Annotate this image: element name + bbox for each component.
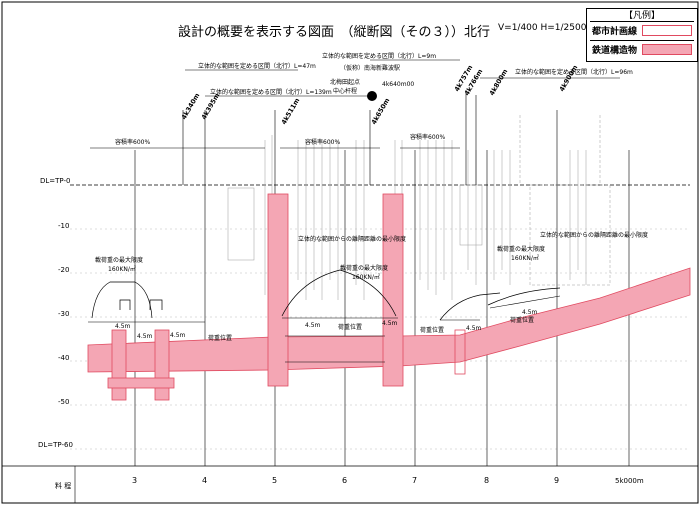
- load-lines: [88, 295, 561, 323]
- far-label: 容積率600%: [410, 133, 445, 141]
- km-tick: 3: [132, 476, 137, 485]
- range-label: 立体的な範囲を定める区間（北行）L=96m: [515, 68, 633, 76]
- load-value-label: 160KN/㎡: [352, 273, 380, 281]
- legend-item-railway-structure: 鉄道構造物: [590, 40, 694, 57]
- load-position-label: 荷重位置: [208, 334, 232, 342]
- load-position-label: 荷重位置: [420, 326, 444, 334]
- load-value-label: 160KN/㎡: [511, 254, 539, 262]
- load-position-label: 荷重位置: [338, 323, 362, 331]
- annotations: 立体的な範囲を定める区間（北行）L=47m 立体的な範囲を定める区間（北行）L=…: [95, 52, 648, 342]
- station-wall-left: [267, 193, 289, 387]
- scale-label: V=1/400 H=1/2500: [498, 23, 587, 33]
- depth-axis: DL=TP-0 -10 -20 -30 -40 -50 DL=TP-60: [38, 177, 73, 449]
- legend-label: 鉄道構造物: [592, 46, 638, 56]
- station-wall-right: [382, 193, 404, 387]
- km-tick: 7: [412, 476, 417, 485]
- building-outlines: [227, 115, 611, 286]
- clearance-envelopes: [91, 269, 561, 321]
- piles: [264, 135, 587, 300]
- km-tick: 8: [484, 476, 489, 485]
- chainage-mark: 4k340m: [180, 92, 202, 121]
- shaft-base: [107, 377, 175, 389]
- drawing-title: 設計の概要を表示する図面 （縦断図（その３））北行: [178, 25, 491, 40]
- legend-header: 【凡例】: [623, 11, 660, 21]
- distance-label: 4.5m: [115, 323, 131, 330]
- km-tick-end: 5k000m: [615, 477, 644, 485]
- load-limit-label: 載荷重の最大限度: [95, 256, 143, 264]
- distance-label: 4.5m: [466, 325, 482, 332]
- depth-label: -10: [58, 222, 69, 230]
- station-center-km: 4k640m00: [382, 81, 414, 88]
- chainage-mark: 4k650m: [370, 97, 392, 126]
- dimension-lines: [90, 59, 620, 185]
- distance-label: 4.5m: [137, 333, 153, 340]
- station-name: （仮称）南海新難波駅: [340, 64, 400, 72]
- station-center-marker: [367, 91, 377, 101]
- city-plan-line: [454, 329, 466, 375]
- far-label: 容積率600%: [115, 138, 150, 146]
- depth-label: -30: [58, 310, 69, 318]
- distance-label: 4.5m: [305, 322, 321, 329]
- km-tick: 6: [342, 476, 347, 485]
- chainage-mark: 4k511m: [280, 97, 302, 126]
- legend-box: 【凡例】 都市計画線 鉄道構造物: [586, 8, 698, 62]
- far-label: 容積率600%: [305, 138, 340, 146]
- legend-swatch: [642, 44, 692, 55]
- km-axis-title: 料 程: [55, 481, 71, 490]
- range-label: 立体的な範囲を定める区間（北行）L=139m: [210, 88, 332, 96]
- depth-label: -40: [58, 354, 69, 362]
- tunnel-structure: [87, 267, 691, 373]
- km-tick: 4: [202, 476, 207, 485]
- km-axis-labels: 料 程 3 4 5 6 7 8 9 5k000m: [55, 476, 644, 490]
- chainage-mark: 4k800m: [488, 68, 510, 97]
- min-distance-label: 立体的な範囲からの離隔距離の最小限度: [298, 235, 406, 243]
- legend-swatch: [642, 25, 692, 36]
- load-limit-label: 載荷重の最大限度: [340, 264, 388, 272]
- station-origin-label: 北梅田起点: [330, 78, 360, 86]
- load-value-label: 160KN/㎡: [108, 265, 136, 273]
- km-tick: 9: [554, 476, 559, 485]
- km-tick: 5: [272, 476, 277, 485]
- shaft-left: [111, 329, 127, 401]
- load-limit-label: 載荷重の最大限度: [497, 245, 545, 253]
- depth-label: DL=TP-0: [40, 177, 70, 185]
- depth-label: DL=TP-60: [38, 441, 73, 449]
- min-distance-label: 立体的な範囲からの離隔距離の最小限度: [540, 231, 648, 239]
- depth-label: -50: [58, 398, 69, 406]
- range-label: 立体的な範囲を定める区間（北行）L=47m: [198, 62, 316, 70]
- legend-label: 都市計画線: [592, 27, 638, 37]
- distance-label: 4.5m: [382, 320, 398, 327]
- station-center-label: 中心杆程: [333, 87, 357, 95]
- legend-item-city-plan-line: 都市計画線: [590, 21, 694, 38]
- shaft-right: [154, 329, 170, 401]
- load-position-label: 荷重位置: [510, 316, 534, 324]
- distance-label: 4.5m: [522, 309, 538, 316]
- depth-label: -20: [58, 266, 69, 274]
- distance-label: 4.5m: [170, 332, 186, 339]
- range-label: 立体的な範囲を定める区間（北行）L=9m: [322, 52, 436, 60]
